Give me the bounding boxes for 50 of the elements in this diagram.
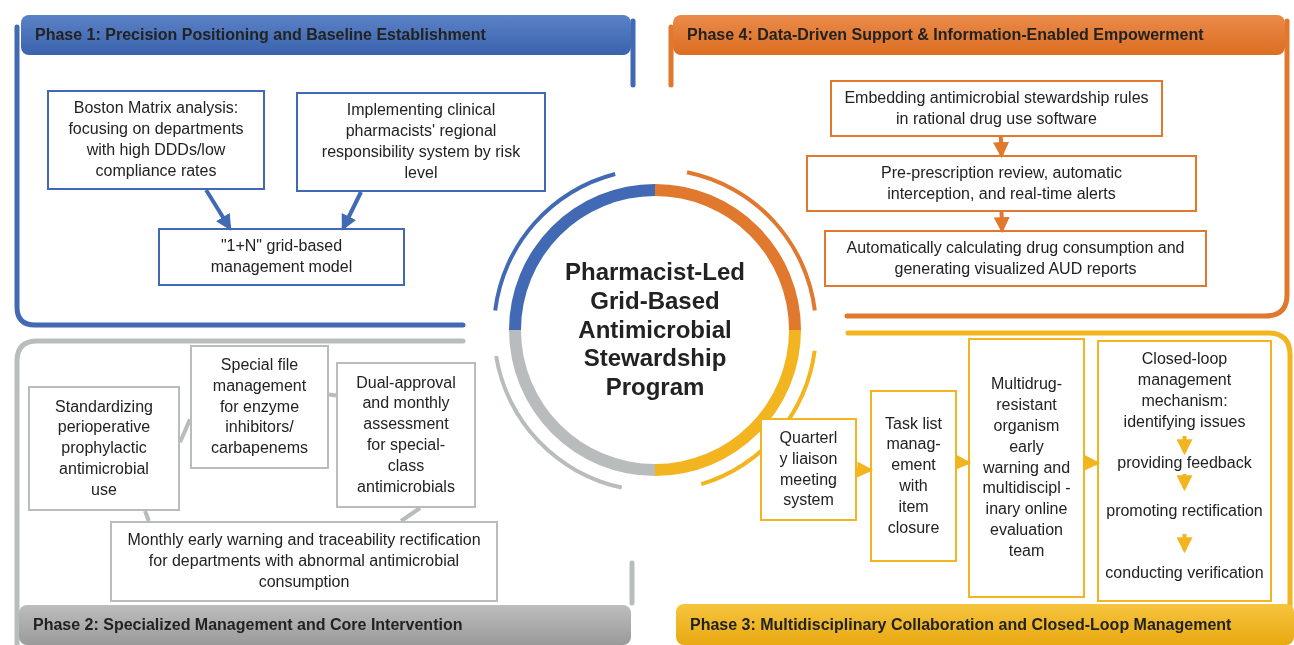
phase-heading: Phase 3: Multidisciplinary Collaboration and Closed-Loop Management	[676, 604, 1294, 645]
process-box	[47, 90, 265, 190]
box-text: Boston Matrix analysis: focusing on departments with high DDDs/low compliance rates	[67, 98, 245, 181]
step-text: promoting rectification	[1106, 500, 1263, 521]
box-text: Automatically calculating drug consumption and generating visualized AUD reports	[845, 237, 1186, 279]
process-box	[296, 92, 546, 192]
arrow	[204, 188, 232, 231]
arrow	[993, 211, 1010, 234]
arrow	[1176, 534, 1193, 554]
connector-line	[143, 510, 151, 522]
process-box	[760, 418, 857, 521]
process-box	[190, 345, 329, 469]
box-text: Quarterl y liaison meeting system	[778, 427, 839, 511]
connector-line	[328, 392, 337, 398]
process-box	[806, 155, 1197, 212]
box-outline	[1097, 340, 1272, 602]
arrow	[954, 454, 972, 471]
arrow	[993, 136, 1009, 159]
process-box	[158, 228, 405, 286]
connector-line	[178, 418, 192, 444]
box-text: Special file management for enzyme inhibitors/ carbapenems	[210, 355, 309, 459]
arrow	[856, 461, 874, 478]
program-title: Pharmacist-Led Grid-Based Antimicrobial Stewardship Program	[563, 258, 747, 402]
process-box	[870, 390, 957, 562]
connector-line	[399, 506, 422, 523]
process-box	[110, 521, 498, 602]
arrow	[1176, 474, 1193, 492]
process-box	[968, 338, 1085, 598]
step-text: providing feedback	[1117, 452, 1252, 473]
box-text: Implementing clinical pharmacists' regional responsibility system by risk level	[320, 100, 522, 183]
phase-heading: Phase 2: Specialized Management and Core Intervention	[19, 605, 631, 645]
process-box	[824, 230, 1207, 287]
phase-heading: Phase 1: Precision Positioning and Baseline Establishment	[21, 15, 631, 55]
arrow	[341, 191, 363, 231]
arrow	[1084, 454, 1101, 471]
process-box	[830, 80, 1163, 137]
box-text: Dual-approval and monthly assessment for special-class antimicrobials	[356, 372, 456, 497]
box-text: Multidrug- resistant organism early warning and multidiscipl -inary online evaluation team	[982, 374, 1071, 561]
box-text: "1+N" grid-based management model	[209, 236, 354, 277]
process-box	[28, 386, 180, 511]
phase-heading: Phase 4: Data-Driven Support & Information-Enabled Empowerment	[673, 15, 1285, 55]
arrow	[1176, 436, 1193, 456]
step-text: Closed-loop management mechanism: identifying issues	[1122, 349, 1247, 432]
box-text: Pre-prescription review, automatic interception, and real-time alerts	[880, 162, 1123, 204]
step-text: conducting verification	[1105, 562, 1264, 583]
box-text: Standardizing perioperative prophylactic antimicrobial use	[54, 396, 154, 500]
process-box	[336, 362, 476, 508]
box-text: Embedding antimicrobial stewardship rules in rational drug use software	[843, 87, 1150, 129]
box-text: Task list manag- ement with item closure	[885, 413, 942, 538]
box-text: Monthly early warning and traceability rectification for departments with abnormal antimicrobial consumption	[126, 530, 482, 592]
